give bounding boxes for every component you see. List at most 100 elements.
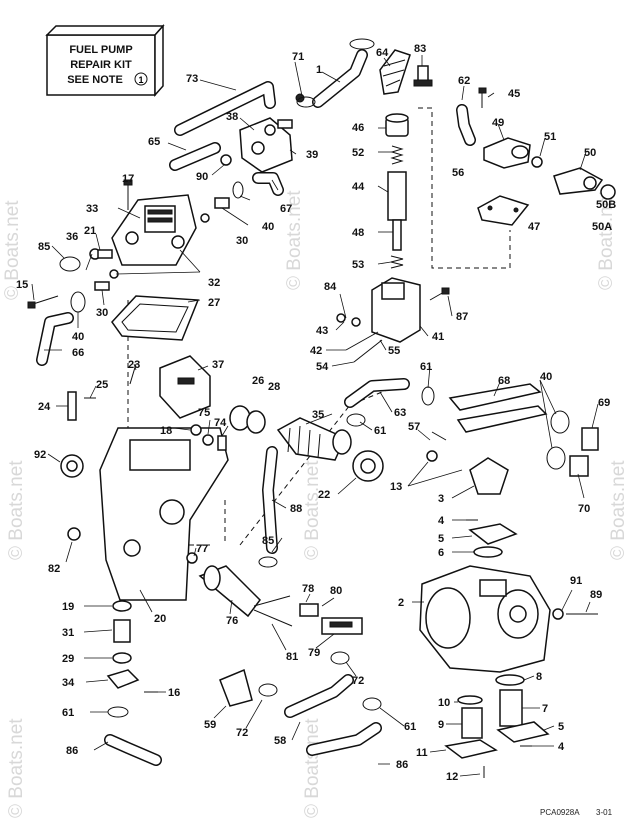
callout-61: 61	[374, 425, 386, 437]
callout-16: 16	[168, 687, 180, 699]
note-line-3: SEE NOTE	[67, 74, 123, 86]
callout-86: 86	[396, 759, 408, 771]
callout-20: 20	[154, 613, 166, 625]
callout-30: 30	[236, 235, 248, 247]
callout-50b: 50B	[596, 199, 616, 211]
callout-46: 46	[352, 122, 364, 134]
callout-47: 47	[528, 221, 540, 233]
callout-69: 69	[598, 397, 610, 409]
callout-51: 51	[544, 131, 556, 143]
callout-56: 56	[452, 167, 464, 179]
callout-45: 45	[508, 88, 520, 100]
callout-68: 68	[498, 375, 510, 387]
callout-59: 59	[204, 719, 216, 731]
callout-10: 10	[438, 697, 450, 709]
vapor-separator-pump	[419, 565, 598, 778]
watermark-center-mid: © Boats.net	[302, 460, 323, 560]
figure-footer: PCA0928A 3-01	[540, 808, 613, 817]
watermark-center-top: © Boats.net	[284, 190, 305, 290]
callout-74: 74	[214, 417, 227, 429]
callout-50a: 50A	[592, 221, 612, 233]
fuel-pump-repair-kit-note: FUEL PUMP REPAIR KIT SEE NOTE 1	[45, 24, 165, 97]
callout-40-b: 40	[72, 331, 84, 343]
callout-15: 15	[16, 279, 28, 291]
watermark-right-mid: © Boats.net	[608, 460, 629, 560]
watermark-left-top: © Boats.net	[2, 200, 23, 300]
callout-1: 1	[316, 64, 322, 76]
callout-72-b: 72	[352, 675, 364, 687]
callout-85-b: 85	[262, 535, 274, 547]
callout-37: 37	[212, 359, 224, 371]
callout-85: 85	[38, 241, 50, 253]
callout-50: 50	[584, 147, 596, 159]
callout-38: 38	[226, 111, 238, 123]
callout-13: 13	[390, 481, 402, 493]
callout-92: 92	[34, 449, 46, 461]
callout-88: 88	[290, 503, 302, 515]
callout-66: 66	[72, 347, 84, 359]
callout-28: 28	[268, 381, 280, 393]
callout-79: 79	[308, 647, 320, 659]
callout-58: 58	[274, 735, 286, 747]
callout-64: 64	[376, 47, 389, 59]
callout-labels: 71 1 73 38 65 39 90 64 83 62 45 49 51 50…	[16, 43, 616, 783]
fuel-rail-parts	[421, 383, 599, 558]
callout-81: 81	[286, 651, 298, 663]
upper-right-parts	[456, 87, 616, 226]
callout-23: 23	[128, 359, 140, 371]
callout-21: 21	[84, 225, 96, 237]
callout-32: 32	[208, 277, 220, 289]
callout-52: 52	[352, 147, 364, 159]
callout-4-b: 4	[558, 741, 565, 753]
callout-53: 53	[352, 259, 364, 271]
callout-8: 8	[536, 671, 542, 683]
fuel-pump-upper	[123, 38, 433, 223]
callout-2: 2	[398, 597, 404, 609]
callout-33: 33	[86, 203, 98, 215]
callout-83: 83	[414, 43, 426, 55]
callout-63: 63	[394, 407, 406, 419]
callout-9: 9	[438, 719, 444, 731]
callout-4: 4	[438, 515, 445, 527]
callout-40-c: 40	[540, 371, 552, 383]
callout-29: 29	[62, 653, 74, 665]
callout-57: 57	[408, 421, 420, 433]
callout-87: 87	[456, 311, 468, 323]
callout-71: 71	[292, 51, 304, 63]
callout-70: 70	[578, 503, 590, 515]
callout-5-b: 5	[558, 721, 564, 733]
callout-49: 49	[492, 117, 504, 129]
fuel-filter-hoses	[258, 378, 410, 568]
callout-86-b: 86	[66, 745, 78, 757]
callout-7: 7	[542, 703, 548, 715]
callout-36: 36	[66, 231, 78, 243]
callout-19: 19	[62, 601, 74, 613]
callout-43: 43	[316, 325, 328, 337]
callout-35: 35	[312, 409, 324, 421]
callout-75: 75	[198, 407, 210, 419]
callout-77: 77	[196, 543, 208, 555]
callout-54: 54	[316, 361, 329, 373]
filter-assembly	[336, 113, 450, 363]
note-line-1: FUEL PUMP	[69, 44, 132, 56]
callout-44: 44	[352, 181, 365, 193]
callout-42: 42	[310, 345, 322, 357]
watermark-left-bottom: © Boats.net	[6, 718, 27, 818]
callout-90: 90	[196, 171, 208, 183]
callout-17: 17	[122, 173, 134, 185]
callout-24: 24	[38, 401, 51, 413]
callout-34: 34	[62, 677, 75, 689]
watermark-center-bottom: © Boats.net	[302, 718, 323, 818]
callout-30-b: 30	[96, 307, 108, 319]
page-reference: 3-01	[596, 808, 613, 817]
note-line-2: REPAIR KIT	[70, 59, 132, 71]
callout-55: 55	[388, 345, 400, 357]
callout-61-b: 61	[420, 361, 432, 373]
callout-62: 62	[458, 75, 470, 87]
callout-61-c: 61	[404, 721, 416, 733]
callout-76: 76	[226, 615, 238, 627]
callout-41: 41	[432, 331, 444, 343]
callout-12: 12	[446, 771, 458, 783]
adapter-housing	[60, 355, 266, 601]
